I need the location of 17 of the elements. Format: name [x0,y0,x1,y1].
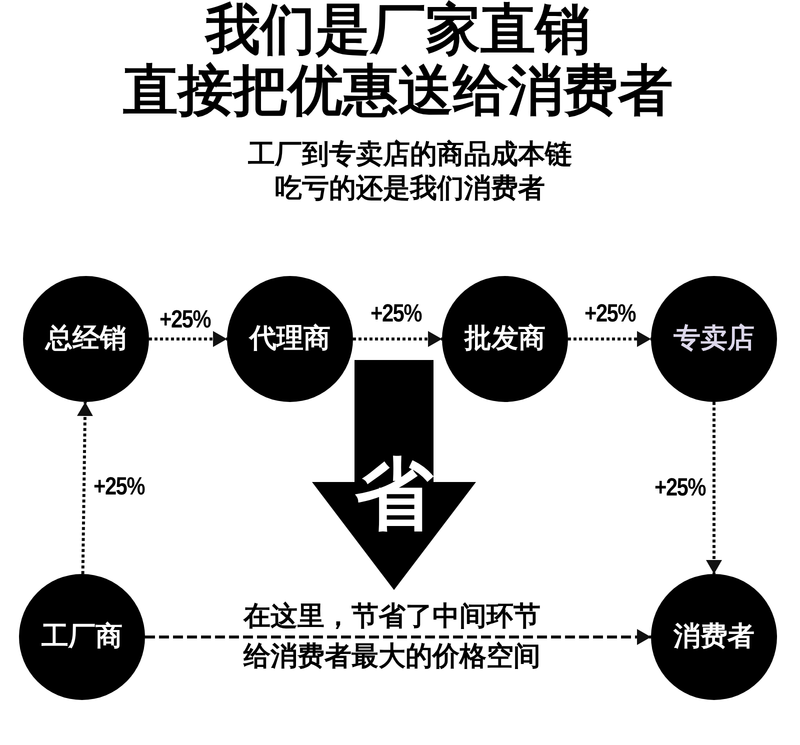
node-label: 总经销 [46,323,126,355]
dotted-arrow [149,331,227,347]
dotted-arrow [353,331,442,347]
node-label: 代理商 [250,323,330,355]
arrow-label: 省 [355,456,433,534]
dotted-arrow [77,402,93,574]
headline: 我们是厂家直销 [206,2,590,57]
subheading: 工厂到专卖店的商品成本链吃亏的还是我们消费者 [247,138,573,206]
edge-label: 在这里，节省了中间环节给消费者最大的价格空间 [242,600,542,674]
node-label: 消费者 [674,621,754,653]
dotted-arrow [706,402,722,574]
node-label: 专卖店 [674,323,754,355]
dotted-arrow [568,331,651,347]
dashed-arrow [145,629,651,645]
node-label: 工厂商 [42,621,122,653]
headline: 直接把优惠送给消费者 [123,63,673,118]
node-label: 批发商 [464,323,546,355]
